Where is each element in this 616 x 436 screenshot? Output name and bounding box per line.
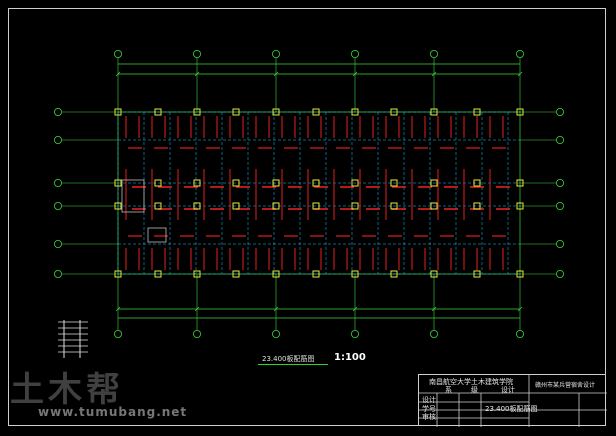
- column: [114, 179, 122, 187]
- column: [272, 202, 280, 210]
- stair-opening: [121, 179, 145, 213]
- column: [430, 270, 438, 278]
- title-row-student-id: 学号: [422, 405, 436, 413]
- axis-bubble-top: [429, 50, 438, 59]
- column: [516, 179, 524, 187]
- column: [193, 202, 201, 210]
- axis-bubble-left: [54, 108, 63, 117]
- column: [312, 270, 320, 278]
- axis-bubble-right: [556, 135, 565, 144]
- drawing-name-label: 23.400板配筋图: [262, 355, 315, 363]
- column: [312, 179, 320, 187]
- title-dept-3: 设计: [501, 386, 515, 394]
- axis-bubble-right: [556, 201, 565, 210]
- column: [351, 179, 359, 187]
- column: [473, 202, 481, 210]
- title-dept-2: 级: [471, 386, 478, 394]
- column: [312, 108, 320, 116]
- rebar-marks: [125, 116, 510, 270]
- axis-bubble-top: [114, 50, 123, 59]
- axis-bubble-bottom: [516, 329, 525, 338]
- drawing-frame: [8, 8, 606, 426]
- column: [516, 202, 524, 210]
- column: [390, 202, 398, 210]
- column: [114, 270, 122, 278]
- scale-ratio: 1:100: [334, 352, 366, 363]
- column: [232, 108, 240, 116]
- title-university: 南昌航空大学土木建筑学院: [429, 378, 513, 386]
- column: [154, 179, 162, 187]
- axis-bubble-left: [54, 135, 63, 144]
- column: [351, 108, 359, 116]
- axis-bubble-bottom: [192, 329, 201, 338]
- column: [154, 270, 162, 278]
- column: [390, 179, 398, 187]
- column: [272, 270, 280, 278]
- column: [390, 108, 398, 116]
- title-project: 赣州市某兵营宿舍设计: [535, 382, 596, 389]
- axis-bubble-right: [556, 269, 565, 278]
- axis-bubble-top: [192, 50, 201, 59]
- column: [272, 179, 280, 187]
- title-drawing-name: 23.400板配筋图: [485, 405, 538, 413]
- axis-bubble-right: [556, 108, 565, 117]
- columns: [114, 108, 524, 278]
- axis-bubble-top: [516, 50, 525, 59]
- axis-bubble-bottom: [271, 329, 280, 338]
- column: [193, 179, 201, 187]
- axis-bubbles: [54, 50, 565, 338]
- axis-bubble-bottom: [429, 329, 438, 338]
- axis-bubble-top: [350, 50, 359, 59]
- column: [154, 108, 162, 116]
- axis-bubble-right: [556, 178, 565, 187]
- axis-bubble-right: [556, 239, 565, 248]
- column: [390, 270, 398, 278]
- table-legend: [58, 320, 88, 358]
- title-block: 南昌航空大学土木建筑学院 系 级 设计 赣州市某兵营宿舍设计 设计 学号 审核 …: [418, 374, 607, 427]
- column: [272, 108, 280, 116]
- drawing-name-underline: [258, 364, 328, 365]
- title-block-grid: [419, 375, 607, 427]
- title-row-review: 审核: [422, 413, 436, 421]
- column: [114, 202, 122, 210]
- column: [193, 270, 201, 278]
- axis-bubble-bottom: [114, 329, 123, 338]
- axis-grid-lines: [62, 58, 556, 330]
- column: [114, 108, 122, 116]
- column: [473, 108, 481, 116]
- axis-bubble-left: [54, 239, 63, 248]
- axis-bubble-left: [54, 269, 63, 278]
- column: [473, 179, 481, 187]
- column: [232, 202, 240, 210]
- column: [351, 202, 359, 210]
- column: [232, 270, 240, 278]
- axis-bubble-left: [54, 178, 63, 187]
- column: [232, 179, 240, 187]
- axis-bubble-top: [271, 50, 280, 59]
- column: [430, 179, 438, 187]
- column: [193, 108, 201, 116]
- column: [312, 202, 320, 210]
- column: [516, 270, 524, 278]
- opening: [147, 227, 167, 243]
- column: [516, 108, 524, 116]
- column: [430, 108, 438, 116]
- column: [351, 270, 359, 278]
- column: [430, 202, 438, 210]
- title-dept-1: 系: [445, 386, 452, 394]
- watermark-logo: 土木帮: [10, 370, 124, 410]
- axis-bubble-left: [54, 201, 63, 210]
- axis-bubble-bottom: [350, 329, 359, 338]
- column: [473, 270, 481, 278]
- watermark-url: www.tumubang.net: [38, 405, 188, 419]
- column: [154, 202, 162, 210]
- title-row-design: 设计: [422, 396, 436, 404]
